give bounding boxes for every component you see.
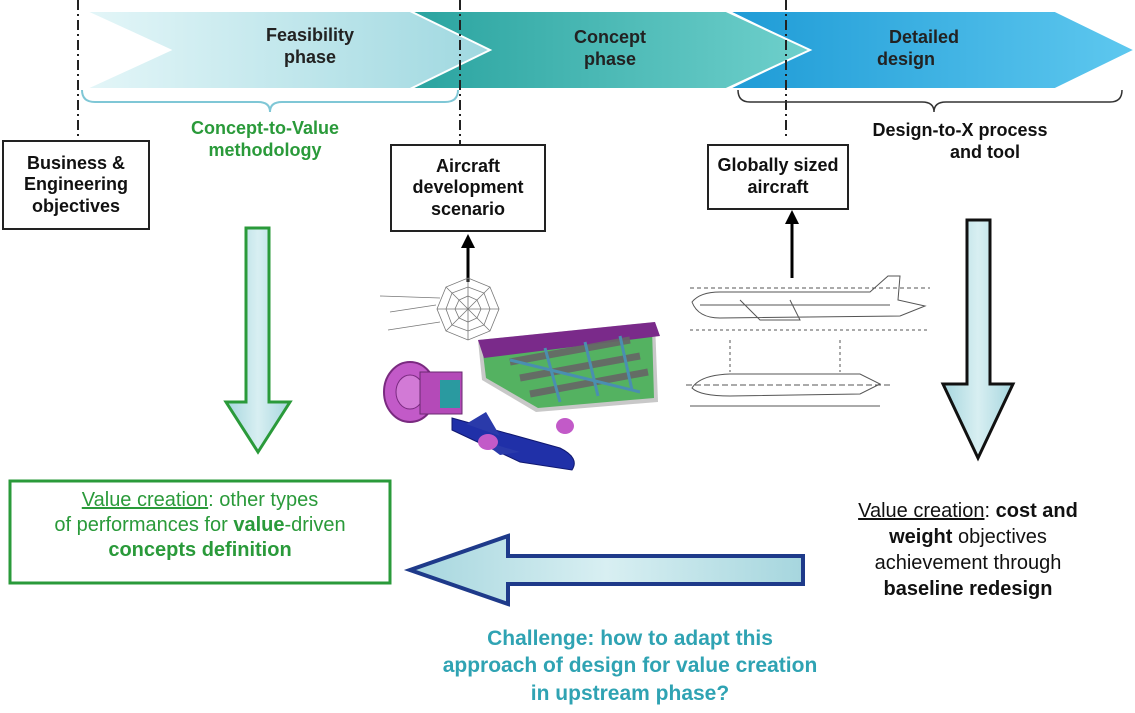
down-arrow-green bbox=[223, 226, 293, 455]
phase-label-concept: Concept phase bbox=[525, 27, 695, 70]
value-creation-right: Value creation: cost and weight objectiv… bbox=[818, 498, 1118, 602]
phase-label-detailed-line1: Detailed bbox=[889, 27, 960, 47]
value-right-line4: baseline redesign bbox=[883, 578, 1053, 600]
value-right-bold2: weight bbox=[889, 526, 953, 548]
challenge-line2: approach of design for value creation bbox=[442, 654, 818, 678]
phase-label-concept-line2: phase bbox=[583, 48, 637, 69]
design-to-x-line2: and tool bbox=[950, 141, 1020, 162]
phase-label-concept-line1: Concept bbox=[574, 27, 646, 47]
value-right-rest2: objectives bbox=[952, 526, 1047, 548]
design-to-x-label: Design-to-X process and tool bbox=[845, 120, 1075, 163]
brace-design-to-x bbox=[737, 89, 1123, 113]
scenario-line3: scenario bbox=[430, 198, 506, 219]
value-right-line3: achievement through bbox=[874, 552, 1062, 574]
value-left-line2c: -driven bbox=[284, 514, 346, 536]
value-left-line2b: value bbox=[233, 514, 285, 536]
phase-label-feasibility: Feasibility phase bbox=[225, 25, 395, 68]
business-line1: Business & bbox=[26, 152, 126, 173]
business-line3: objectives bbox=[31, 195, 121, 216]
aircraft-scenario-box: Aircraft development scenario bbox=[390, 144, 546, 232]
aircraft-structure-image bbox=[383, 322, 660, 471]
value-right-bold1: cost and bbox=[995, 500, 1078, 522]
down-arrow-black bbox=[940, 218, 1016, 462]
phase-label-detailed-line2: design bbox=[877, 48, 936, 69]
value-left-line2a: of performances for bbox=[54, 514, 234, 536]
phase-label-detailed: Detailed design bbox=[855, 27, 1005, 70]
scenario-line1: Aircraft bbox=[435, 155, 501, 176]
left-arrow-navy bbox=[403, 533, 805, 607]
up-arrow-sized-head bbox=[785, 210, 799, 224]
value-right-colon: : bbox=[984, 500, 996, 522]
scenario-line2: development bbox=[412, 177, 524, 198]
business-line2: Engineering bbox=[23, 174, 128, 195]
challenge-line3: in upstream phase? bbox=[530, 681, 730, 705]
value-left-line3: concepts definition bbox=[108, 539, 292, 561]
up-arrow-scenario-head bbox=[461, 234, 475, 248]
globally-sized-box: Globally sized aircraft bbox=[707, 144, 849, 210]
value-left-underlined: Value creation bbox=[81, 489, 209, 511]
aircraft-drawing-image bbox=[686, 275, 930, 407]
concept-to-value-label: Concept-to-Value methodology bbox=[150, 118, 380, 161]
radar-chart-image bbox=[379, 277, 500, 341]
concept-to-value-line1: Concept-to-Value bbox=[190, 118, 339, 138]
chevron-feasibility-phase bbox=[84, 10, 493, 90]
business-objectives-box: Business & Engineering objectives bbox=[2, 140, 150, 230]
value-creation-left: Value creation: other types of performan… bbox=[12, 488, 388, 563]
sized-line2: aircraft bbox=[747, 177, 809, 197]
phase-label-feasibility-line2: phase bbox=[283, 46, 337, 67]
challenge-text: Challenge: how to adapt this approach of… bbox=[360, 625, 900, 707]
concept-to-value-line2: methodology bbox=[208, 139, 322, 160]
challenge-line1: Challenge: how to adapt this bbox=[487, 627, 773, 650]
phase-label-feasibility-line1: Feasibility bbox=[265, 25, 355, 45]
value-right-underlined: Value creation bbox=[858, 500, 985, 522]
value-left-rest1: : other types bbox=[208, 489, 319, 511]
brace-concept-to-value bbox=[81, 89, 459, 113]
value-left-box bbox=[8, 479, 392, 585]
sized-line1: Globally sized bbox=[717, 155, 839, 176]
design-to-x-line1: Design-to-X process bbox=[872, 120, 1048, 140]
